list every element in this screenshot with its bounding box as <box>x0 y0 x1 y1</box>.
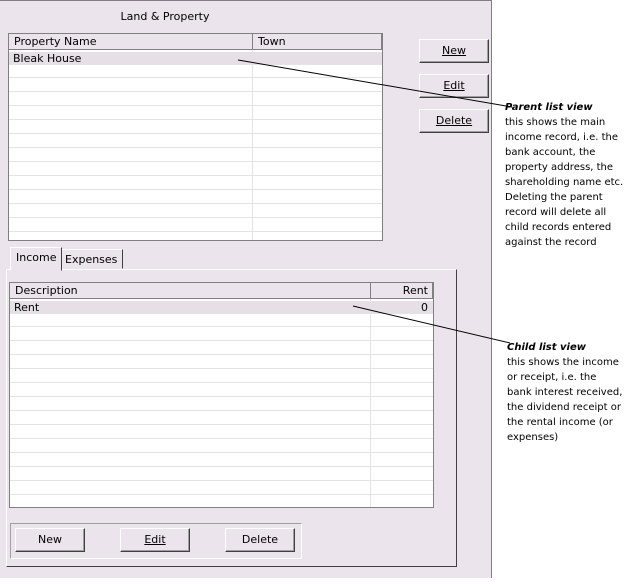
parent-annotation-heading: Parent list view <box>505 102 593 113</box>
description-cell: Rent <box>14 301 40 314</box>
empty-row <box>9 93 382 106</box>
empty-row <box>9 205 382 218</box>
rent-cell: 0 <box>421 301 428 314</box>
land-property-panel: Land & Property Property Name Town Bleak… <box>0 0 492 578</box>
empty-row <box>10 440 433 453</box>
tab-income[interactable]: Income <box>10 247 63 271</box>
empty-row <box>10 412 433 425</box>
empty-row <box>10 328 433 341</box>
parent-edit-label: Edit <box>443 79 465 92</box>
parent-annotation-line: record will delete all <box>505 207 607 218</box>
empty-row <box>10 496 433 507</box>
parent-new-label: New <box>442 44 466 57</box>
property-name-cell: Bleak House <box>13 52 82 65</box>
column-divider <box>370 299 371 507</box>
tab-expenses[interactable]: Expenses <box>59 249 124 269</box>
empty-row <box>10 370 433 383</box>
parent-annotation-body: this shows the main income record, i.e. t… <box>505 115 627 250</box>
parent-delete-label: Delete <box>435 114 473 127</box>
empty-row <box>10 342 433 355</box>
child-list-row[interactable]: Rent 0 <box>10 301 433 314</box>
empty-row <box>9 233 382 240</box>
empty-row <box>10 426 433 439</box>
parent-annotation-line: income record, i.e. the <box>505 132 618 143</box>
empty-row <box>10 454 433 467</box>
empty-row <box>10 482 433 495</box>
empty-row <box>9 177 382 190</box>
empty-row <box>9 163 382 176</box>
child-annotation-line: the dividend receipt or <box>507 402 621 413</box>
empty-row <box>10 384 433 397</box>
parent-annotation: Parent list view this shows the main inco… <box>505 100 627 250</box>
child-new-button[interactable]: New <box>15 528 85 552</box>
empty-row <box>10 398 433 411</box>
empty-row <box>9 149 382 162</box>
child-annotation-line: this shows the income <box>507 357 619 368</box>
parent-delete-button[interactable]: Delete <box>419 109 489 133</box>
parent-edit-button[interactable]: Edit <box>419 74 489 98</box>
parent-list-view[interactable]: Property Name Town Bleak House <box>8 33 383 241</box>
column-header-rent[interactable]: Rent <box>371 283 433 298</box>
parent-annotation-line: this shows the main <box>505 117 606 128</box>
child-annotation-line: or receipt, i.e. the <box>507 372 597 383</box>
child-annotation-body: this shows the income or receipt, i.e. th… <box>507 355 628 445</box>
column-header-property-name[interactable]: Property Name <box>9 34 253 49</box>
column-header-description[interactable]: Description <box>10 283 371 298</box>
child-button-bar: New Edit Delete <box>10 523 302 559</box>
parent-list-header: Property Name Town <box>9 34 382 50</box>
child-annotation-line: expenses) <box>507 432 559 443</box>
parent-annotation-line: bank account, the <box>505 147 596 158</box>
empty-row <box>10 468 433 481</box>
child-annotation-line: the rental income (or <box>507 417 613 428</box>
empty-row <box>10 314 433 327</box>
empty-row <box>9 65 382 78</box>
empty-row <box>9 219 382 232</box>
child-delete-button[interactable]: Delete <box>225 528 295 552</box>
column-header-town[interactable]: Town <box>253 34 382 49</box>
parent-annotation-line: Deleting the parent <box>505 192 603 203</box>
empty-row <box>9 79 382 92</box>
child-annotation: Child list view this shows the income or … <box>507 340 628 445</box>
parent-new-button[interactable]: New <box>419 39 489 63</box>
parent-annotation-line: shareholding name etc. <box>505 177 624 188</box>
parent-annotation-line: property address, the <box>505 162 614 173</box>
child-list-header: Description Rent <box>10 283 433 299</box>
column-divider <box>252 50 253 240</box>
parent-annotation-line: child records entered <box>505 222 612 233</box>
child-new-label: New <box>38 533 62 546</box>
empty-row <box>9 135 382 148</box>
child-edit-button[interactable]: Edit <box>120 528 190 552</box>
child-annotation-line: bank interest received, <box>507 387 623 398</box>
empty-row <box>9 107 382 120</box>
window-title: Land & Property <box>120 10 210 23</box>
parent-list-row[interactable]: Bleak House <box>9 52 382 65</box>
child-list-view[interactable]: Description Rent Rent 0 <box>9 282 434 508</box>
empty-row <box>10 356 433 369</box>
child-edit-label: Edit <box>144 533 166 546</box>
empty-row <box>9 191 382 204</box>
empty-row <box>9 121 382 134</box>
child-delete-label: Delete <box>241 533 279 546</box>
parent-annotation-line: against the record <box>505 237 597 248</box>
child-annotation-heading: Child list view <box>507 342 586 353</box>
